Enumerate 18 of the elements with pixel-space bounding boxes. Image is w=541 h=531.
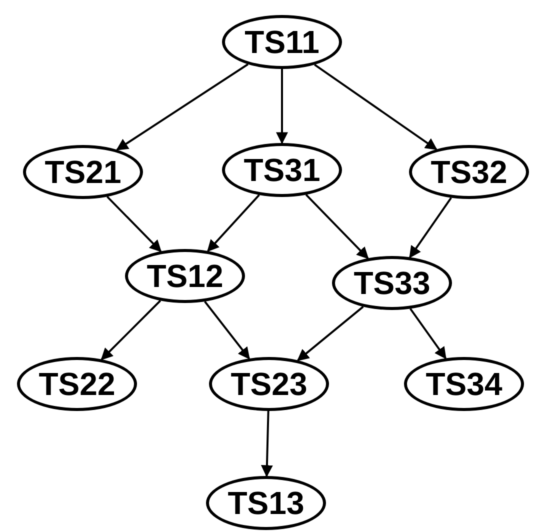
arrow	[276, 69, 288, 144]
arrow	[260, 410, 273, 478]
arrow	[410, 308, 446, 360]
arrow	[314, 64, 438, 150]
arrow	[207, 194, 260, 252]
node-label: TS34	[426, 368, 502, 400]
node-label: TS31	[244, 154, 320, 186]
arrow	[409, 197, 452, 258]
node-label: TS32	[430, 156, 508, 188]
node-label: TS21	[44, 156, 122, 188]
node-label: TS12	[146, 260, 224, 292]
node-label: TS13	[228, 487, 304, 519]
node-label: TS11	[244, 26, 320, 58]
node-label: TS23	[230, 368, 308, 400]
arrow	[204, 300, 250, 360]
node-label: TS33	[354, 267, 430, 299]
node-label: TS22	[38, 368, 116, 400]
arrow	[116, 63, 249, 151]
